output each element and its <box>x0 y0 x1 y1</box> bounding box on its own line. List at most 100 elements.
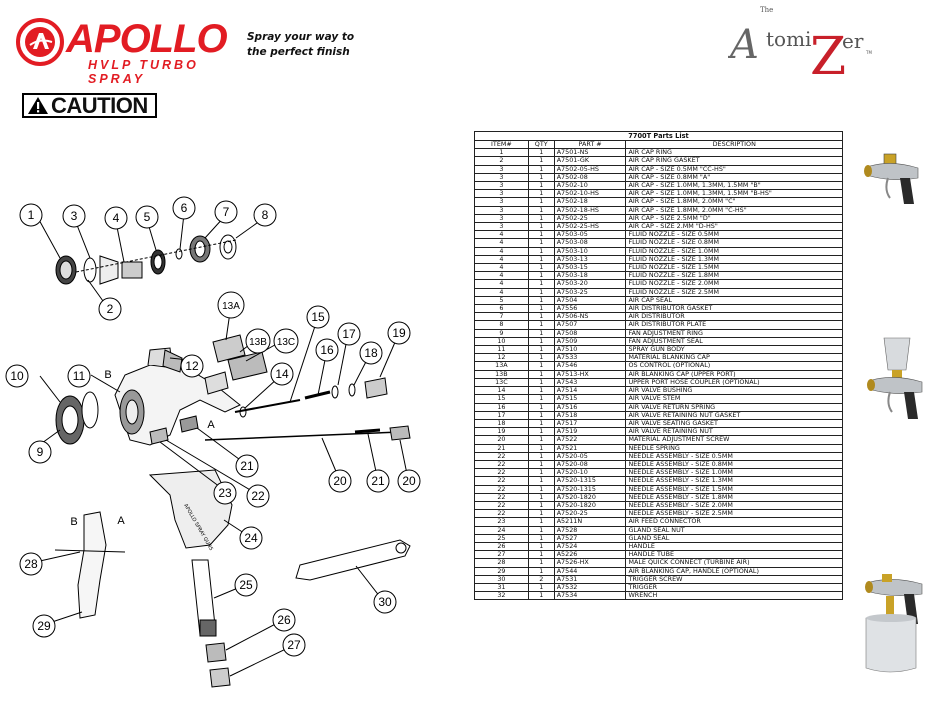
cell-part: A7503-13 <box>553 254 627 265</box>
cell-item: 6 <box>474 304 529 314</box>
cell-description: NEEDLE ASSEMBLY - SIZE 1.5MM <box>625 484 843 494</box>
cell-description: NEEDLE ASSEMBLY - SIZE 1.0MM <box>625 468 843 478</box>
letter-a-body: A <box>207 419 215 431</box>
cell-part: A7510 <box>553 345 627 355</box>
cell-part: A7503-18 <box>553 271 627 281</box>
svg-text:19: 19 <box>392 326 406 340</box>
callout-14: 14 <box>270 362 294 386</box>
letter-b-trigger: B <box>70 516 77 528</box>
cell-part: A7534 <box>553 591 627 601</box>
letter-a-trigger: A <box>117 515 125 527</box>
cell-description: AIR CAP - SIZE 1.8MM, 2.0MM "C" <box>625 197 843 207</box>
cell-description: GLAND SEAL <box>625 533 843 543</box>
cell-part: A7516 <box>553 402 627 412</box>
svg-text:21: 21 <box>371 474 385 488</box>
cell-qty: 1 <box>527 353 555 363</box>
svg-text:8: 8 <box>262 208 269 222</box>
cell-item: 4 <box>474 230 529 240</box>
caution-text: CAUTION <box>51 92 148 118</box>
brand-name: APOLLO <box>66 17 228 61</box>
callout-19: 19 <box>387 321 411 345</box>
apollo-emblem-icon <box>16 18 64 66</box>
cell-qty: 1 <box>527 558 555 568</box>
svg-text:1: 1 <box>28 208 35 222</box>
cell-qty: 1 <box>527 377 555 388</box>
cell-part: A7502-08 <box>553 172 627 183</box>
cell-description: AIR CAP RING <box>625 148 843 158</box>
cell-description: HANDLE <box>625 541 843 552</box>
cell-qty: 1 <box>527 328 555 338</box>
cell-part: A7531 <box>553 574 627 584</box>
warning-triangle-icon <box>28 97 48 114</box>
cell-qty: 1 <box>527 336 555 347</box>
cell-description: AIR DISTRIBUTOR GASKET <box>625 304 843 314</box>
caution-label: CAUTION <box>22 93 157 118</box>
cell-item: 30 <box>474 574 529 584</box>
svg-text:13C: 13C <box>277 337 295 348</box>
cell-qty: 1 <box>527 148 555 158</box>
tagline-line-1: Spray your way to <box>247 31 355 43</box>
cell-item: 22 <box>474 459 529 470</box>
cell-qty: 1 <box>527 320 555 330</box>
svg-text:21: 21 <box>240 459 254 473</box>
cell-item: 26 <box>474 541 529 552</box>
cell-part: A7503-10 <box>553 246 627 256</box>
cell-item: 22 <box>474 468 529 478</box>
cell-part: A5226 <box>553 550 627 560</box>
cell-part: A7509 <box>553 336 627 347</box>
svg-text:4: 4 <box>113 211 120 225</box>
cell-part: A7502-25 <box>553 213 627 224</box>
cell-qty: 1 <box>527 361 555 371</box>
callout-3: 3 <box>62 204 86 228</box>
cell-item: 28 <box>474 558 529 568</box>
cell-part: A7527 <box>553 533 627 543</box>
cell-description: NEEDLE ASSEMBLY - SIZE 0.8MM <box>625 459 843 470</box>
cell-qty: 1 <box>527 492 555 502</box>
cell-item: 13A <box>474 361 529 371</box>
svg-text:28: 28 <box>24 557 38 571</box>
cell-qty: 1 <box>527 500 555 511</box>
cell-description: FLUID NOZZLE - SIZE 1.8MM <box>625 271 843 281</box>
cell-description: AIR CAP RING GASKET <box>625 156 843 166</box>
cell-part: A7503-05 <box>553 230 627 240</box>
cell-qty: 1 <box>527 238 555 248</box>
cell-item: 22 <box>474 484 529 494</box>
cell-item: 20 <box>474 435 529 445</box>
cell-qty: 1 <box>527 435 555 445</box>
svg-text:18: 18 <box>364 346 378 360</box>
cell-qty: 1 <box>527 541 555 552</box>
cell-part: A7502-18 <box>553 197 627 207</box>
cell-description: FLUID NOZZLE - SIZE 0.5MM <box>625 230 843 240</box>
cell-qty: 1 <box>527 459 555 470</box>
cell-description: AIR CAP - SIZE 1.8MM, 2.0MM "C-HS" <box>625 205 843 215</box>
cell-part: A7520-08 <box>553 459 627 470</box>
cell-description: TRIGGER SCREW <box>625 574 843 584</box>
cell-part: A7556 <box>553 304 627 314</box>
cell-description: AIR CAP - SIZE 2.5MM "D" <box>625 213 843 224</box>
svg-text:13B: 13B <box>249 337 267 348</box>
cell-description: AIR VALVE STEM <box>625 394 843 404</box>
cell-item: 13C <box>474 377 529 388</box>
cell-item: 4 <box>474 263 529 273</box>
cell-description: AIR VALVE RETURN SPRING <box>625 402 843 412</box>
cell-qty: 1 <box>527 181 555 191</box>
cell-qty: 1 <box>527 468 555 478</box>
